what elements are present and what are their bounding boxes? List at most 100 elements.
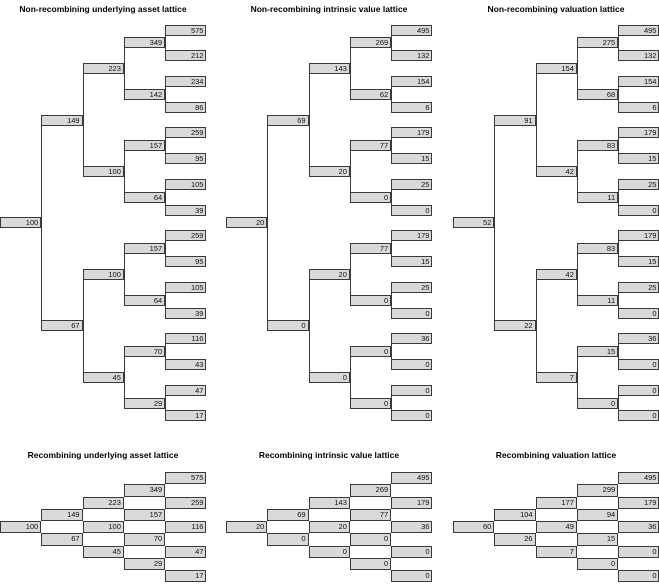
- branch-connector: [576, 42, 578, 95]
- lattice-node: 60: [453, 521, 495, 534]
- lattice-node: 105: [165, 178, 207, 190]
- lattice-node: 0: [349, 397, 392, 409]
- lattice-node: 22: [494, 320, 536, 332]
- lattice-node: 575: [165, 24, 207, 36]
- lattice-node: 47: [165, 545, 207, 558]
- branch-connector: [618, 30, 620, 56]
- branch-connector: [349, 351, 351, 404]
- lattice-node: 77: [349, 243, 392, 255]
- lattice-node: 20: [226, 217, 268, 229]
- branch-connector: [618, 338, 620, 365]
- lattice-node: 0: [267, 533, 309, 546]
- branch-connector: [41, 120, 43, 326]
- lattice-node: 0: [576, 557, 619, 570]
- branch-connector: [267, 120, 269, 326]
- lattice-node: 495: [391, 472, 433, 485]
- lattice-node: 0: [349, 346, 392, 358]
- panel-recombining-underlying: Recombining underlying asset lattice 100…: [0, 430, 207, 586]
- lattice-node: 179: [391, 230, 433, 242]
- lattice-node: 143: [308, 63, 350, 75]
- lattice-node: 0: [349, 557, 392, 570]
- branch-connector: [391, 132, 393, 159]
- lattice-node: 52: [453, 217, 495, 229]
- branch-connector: [391, 235, 393, 262]
- lattice-node: 39: [165, 204, 207, 216]
- branch-connector: [618, 132, 620, 159]
- lattice-node: 83: [576, 243, 619, 255]
- lattice-node: 64: [123, 294, 166, 306]
- lattice-node: 20: [308, 166, 350, 177]
- lattice-node: 0: [391, 410, 433, 422]
- lattice-node: 45: [82, 371, 124, 383]
- panel-title: Non-recombining intrinsic value lattice: [250, 4, 408, 14]
- panel-title: Non-recombining valuation lattice: [487, 4, 625, 14]
- branch-connector: [123, 351, 125, 404]
- branch-connector: [391, 30, 393, 56]
- lattice-node: 77: [349, 140, 392, 152]
- lattice-node: 179: [618, 127, 659, 139]
- panel-nonrecombining-valuation: Non-recombining valuation lattice 52 91 22…: [453, 0, 659, 430]
- lattice-node: 15: [618, 153, 659, 165]
- lattice-node: 0: [349, 294, 392, 306]
- lattice-node: 105: [165, 281, 207, 293]
- lattice-node: 212: [165, 50, 207, 62]
- branch-connector: [618, 390, 620, 416]
- lattice-node: 11: [576, 191, 619, 203]
- lattice-node: 25: [618, 281, 659, 293]
- lattice-node: 70: [123, 533, 166, 546]
- branch-connector: [618, 235, 620, 262]
- lattice-node: 39: [165, 307, 207, 319]
- lattice-node: 143: [308, 496, 350, 509]
- panel-nonrecombining-underlying: Non-recombining underlying asset lattice…: [0, 0, 207, 430]
- lattice-node: 100: [82, 268, 124, 280]
- lattice-node: 47: [165, 384, 207, 396]
- lattice-node: 64: [123, 191, 166, 203]
- lattice-node: 0: [308, 545, 350, 558]
- lattice-node: 15: [391, 153, 433, 165]
- lattice-node: 29: [123, 557, 166, 570]
- lattice-node: 0: [618, 570, 659, 583]
- branch-connector: [165, 30, 167, 56]
- branch-connector: [165, 132, 167, 159]
- branch-connector: [165, 338, 167, 365]
- branch-connector: [391, 287, 393, 314]
- lattice-node: 275: [576, 37, 619, 49]
- lattice-node: 70: [123, 346, 166, 358]
- lattice-node: 36: [391, 333, 433, 345]
- lattice-node: 17: [165, 410, 207, 422]
- lattice-node: 0: [391, 570, 433, 583]
- lattice-node: 0: [618, 204, 659, 216]
- lattice-node: 142: [123, 88, 166, 100]
- lattice-node: 11: [576, 294, 619, 306]
- lattice-node: 223: [82, 63, 124, 75]
- lattice-node: 62: [349, 88, 392, 100]
- lattice-node: 86: [165, 101, 207, 113]
- branch-connector: [535, 274, 537, 378]
- lattice-node: 100: [82, 166, 124, 177]
- lattice-node: 15: [391, 256, 433, 268]
- lattice-node: 25: [391, 281, 433, 293]
- lattice-node: 179: [618, 230, 659, 242]
- lattice-node: 179: [391, 496, 433, 509]
- lattice-node: 45: [82, 545, 124, 558]
- lattice-node: 0: [618, 307, 659, 319]
- lattice-node: 91: [494, 114, 536, 126]
- panel-nonrecombining-intrinsic: Non-recombining intrinsic value lattice …: [226, 0, 433, 430]
- panel-title: Recombining intrinsic value lattice: [258, 450, 400, 460]
- branch-connector: [391, 81, 393, 108]
- lattice-node: 116: [165, 521, 207, 534]
- branch-connector: [618, 81, 620, 108]
- lattice-node: 20: [226, 521, 268, 534]
- branch-connector: [349, 145, 351, 198]
- branch-connector: [308, 68, 310, 172]
- branch-connector: [165, 81, 167, 108]
- lattice-node: 7: [535, 371, 577, 383]
- branch-connector: [123, 248, 125, 301]
